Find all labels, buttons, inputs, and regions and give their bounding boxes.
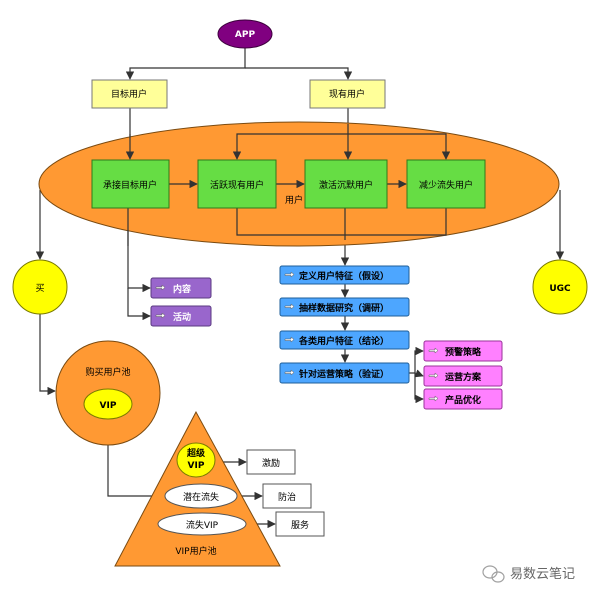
super-vip-node [176,442,216,478]
potential-churn-node [164,483,238,509]
accept-target-label: 承接目标用户 [103,179,157,191]
step2-node [279,297,410,317]
activate-existing-label: 活跃现有用户 [210,179,264,191]
vip-label: VIP [100,401,117,411]
step1-label: 定义用户特征（假设） [298,270,389,282]
product-label: 产品优化 [445,394,481,406]
existing-users-node [309,79,386,109]
step3-node [279,330,410,350]
reduce-churn-label: 减少流失用户 [419,179,473,191]
service-node [275,511,325,537]
edge-step4-product [414,373,424,404]
wechat-icon [482,565,505,583]
reduce-churn-node [406,159,486,209]
existing-users-label: 现有用户 [329,88,365,100]
vip-pool-label: VIP用户池 [175,545,216,557]
edge-step4-ops [414,369,424,378]
content-node [150,277,212,299]
activate-dormant-node [304,159,388,209]
accept-target-node [91,159,170,209]
step1-node [279,265,410,285]
super-vip-label-line1: 超级 [186,447,206,459]
prevent-node [262,483,312,509]
app-node [217,19,273,49]
buy-pool-label: 购买用户池 [85,366,130,378]
warn-label: 预警策略 [445,346,482,358]
warn-node [423,340,503,362]
ugc-label: UGC [549,284,571,294]
churned-vip-label: 流失VIP [186,519,219,531]
incentive-label: 激励 [262,457,280,469]
watermark-text: 易数云笔记 [510,566,575,582]
step3-label: 各类用户特征（结论） [298,335,389,347]
churned-vip-node [157,512,247,536]
edge-app-existing [245,67,353,80]
potential-churn-label: 潜在流失 [183,491,219,503]
vip-node [83,388,133,420]
step4-label: 针对运营策略（验证） [299,368,389,380]
buy-node [12,259,68,315]
target-users-node [91,79,168,109]
edge-buy-pool [39,314,56,396]
activate-dormant-label: 激活沉默用户 [319,179,373,191]
prevent-label: 防治 [278,491,296,503]
activate-existing-node [197,159,277,209]
edge-app-target [125,47,246,80]
content-label: 内容 [173,283,191,295]
ops-label: 运营方案 [445,371,482,383]
buy-label: 买 [35,283,44,294]
app-label: APP [235,30,256,40]
ops-node [423,365,503,387]
step2-label: 抽样数据研究（调研） [299,302,389,314]
edge-step4-warn [409,346,424,374]
edge-vip-potential [107,421,165,501]
target-users-label: 目标用户 [111,88,147,100]
product-node [423,388,503,410]
step4-node [279,362,410,384]
incentive-node [246,449,296,475]
ugc-node [532,259,588,315]
service-label: 服务 [291,519,309,531]
users-group-label: 用户 [285,194,303,206]
activity-label: 活动 [173,311,191,323]
edge-accept-activity [127,288,151,321]
activity-node [150,305,212,327]
super-vip-label-line2: VIP [188,461,205,471]
